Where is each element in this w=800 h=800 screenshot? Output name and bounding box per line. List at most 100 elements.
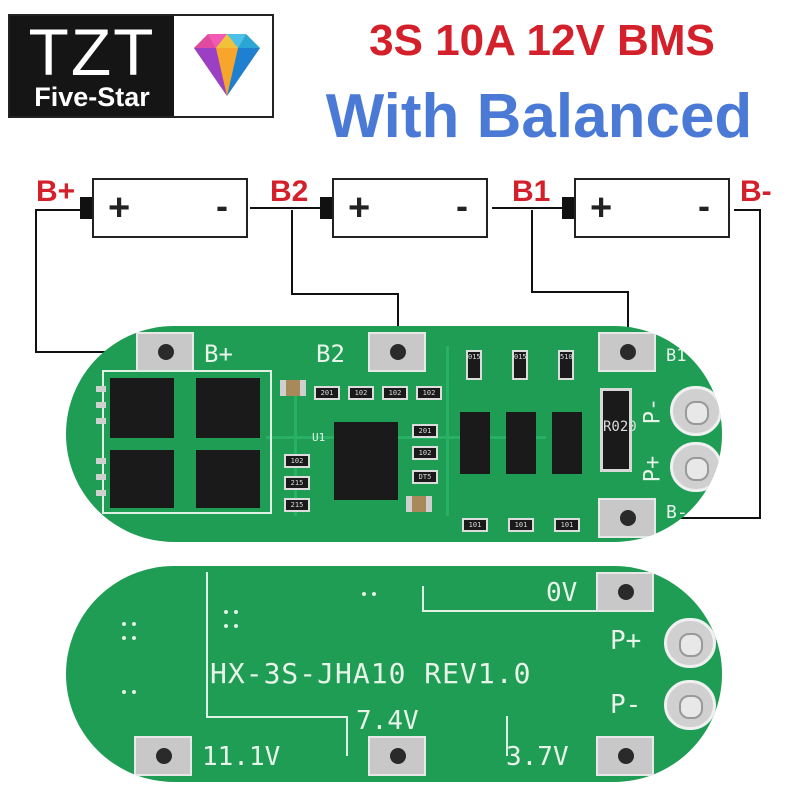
balance-transistor <box>506 412 536 474</box>
terminal-label-b2: B2 <box>270 175 309 208</box>
pad-label-3-7v: 3.7V <box>506 742 569 772</box>
pad-label-b1: B1 <box>666 346 687 366</box>
silk-line <box>422 610 598 612</box>
pad-label-p-minus: P- <box>640 397 666 425</box>
pad-b2 <box>368 332 426 372</box>
terminal-label-b-minus: B- <box>740 175 772 208</box>
logo-tagline: Five-Star <box>34 82 150 112</box>
resistor: 102 <box>416 386 442 400</box>
balance-transistor <box>552 412 582 474</box>
silk-line <box>506 716 508 756</box>
silk-line <box>346 716 348 756</box>
resistor: 102 <box>412 446 438 460</box>
cell-minus-symbol: - <box>456 185 468 226</box>
via-dot <box>234 624 238 628</box>
via-dot <box>372 592 376 596</box>
battery-cell-cap <box>80 197 94 219</box>
battery-cell-3: + - <box>574 178 730 238</box>
pad-11-1v <box>134 736 192 776</box>
resistor: 102 <box>348 386 374 400</box>
chip-pin <box>96 402 106 408</box>
mosfet-area-outline <box>102 370 272 514</box>
chip-pin <box>96 490 106 496</box>
pad-0v <box>596 572 654 612</box>
via-dot <box>234 610 238 614</box>
logo-brand-text: TZT <box>28 15 156 89</box>
pad-label-p-plus-bottom: P+ <box>610 626 642 656</box>
resistor: 101 <box>554 518 580 532</box>
brand-logo: TZT Five-Star <box>8 14 274 118</box>
resistor: 215 <box>284 498 310 512</box>
pad-b-minus <box>598 498 656 538</box>
via-dot <box>132 622 136 626</box>
board-model-text: HX-3S-JHA10 REV1.0 <box>210 657 532 690</box>
diamond-icon <box>194 34 260 96</box>
capacitor <box>280 380 306 396</box>
via-dot <box>122 636 126 640</box>
pcb-trace <box>446 346 449 516</box>
via-dot <box>132 690 136 694</box>
pad-label-p-minus-bottom: P- <box>610 690 642 720</box>
resistor: 215 <box>284 476 310 490</box>
resistor: 101 <box>508 518 534 532</box>
pcb-trace <box>266 436 546 439</box>
chip-pin <box>96 474 106 480</box>
resistor: 201 <box>314 386 340 400</box>
pad-3-7v <box>596 736 654 776</box>
pad-b1 <box>598 332 656 372</box>
silk-line <box>206 716 346 718</box>
mosfet-chip <box>110 378 174 438</box>
cell-minus-symbol: - <box>698 185 710 226</box>
pad-label-b-minus: B- <box>666 502 688 523</box>
pad-label-11-1v: 11.1V <box>202 742 281 772</box>
resistor: 101 <box>462 518 488 532</box>
cell-plus-symbol: + <box>348 187 371 229</box>
battery-cell-1: + - <box>92 178 248 238</box>
shunt-resistor: R020 <box>600 388 637 472</box>
via-dot <box>132 636 136 640</box>
resistor: 015 <box>466 350 482 380</box>
pad-label-b2: B2 <box>316 340 345 368</box>
via-dot <box>122 690 126 694</box>
pad-b-plus <box>136 332 194 372</box>
cell-plus-symbol: + <box>590 187 613 229</box>
chip-pin <box>96 458 106 464</box>
balance-transistor <box>460 412 490 474</box>
via-dot <box>362 592 366 596</box>
resistor: 201 <box>412 424 438 438</box>
battery-cell-cap <box>320 197 334 219</box>
pad-label-p-plus: P+ <box>640 455 666 483</box>
pcb-trace <box>294 386 297 516</box>
chip-pin <box>96 418 106 424</box>
via-dot <box>122 622 126 626</box>
pad-label-b-plus: B+ <box>204 340 233 368</box>
product-subtitle: With Balanced <box>325 82 753 151</box>
pcb-front-side: B+ B2 B1 B- P- P+ U1 201 102 102 102 102… <box>66 326 722 542</box>
resistor: 510 <box>558 350 574 380</box>
mosfet-chip <box>196 450 260 508</box>
pad-p-plus-bottom <box>664 618 716 668</box>
chip-pin <box>96 386 106 392</box>
pad-p-plus <box>670 442 722 492</box>
resistor: 015 <box>512 350 528 380</box>
pad-p-minus-bottom <box>664 680 716 730</box>
capacitor <box>406 496 432 512</box>
cell-minus-symbol: - <box>216 185 228 226</box>
cell-plus-symbol: + <box>108 187 131 229</box>
mosfet-chip <box>196 378 260 438</box>
terminal-label-b1: B1 <box>512 175 551 208</box>
battery-cell-2: + - <box>332 178 488 238</box>
logo-black-panel: TZT Five-Star <box>10 16 174 116</box>
pad-label-7-4v: 7.4V <box>356 706 419 736</box>
pcb-back-side: 0V P+ P- HX-3S-JHA10 REV1.0 7.4V 11.1V 3… <box>66 566 722 782</box>
resistor: 102 <box>284 454 310 468</box>
pad-p-minus <box>670 386 722 436</box>
terminal-label-b-plus: B+ <box>36 175 76 208</box>
silk-line <box>422 586 424 612</box>
via-dot <box>224 610 228 614</box>
pad-label-0v: 0V <box>546 578 578 608</box>
protection-ic <box>334 422 398 500</box>
battery-cell-cap <box>562 197 576 219</box>
resistor: 102 <box>382 386 408 400</box>
